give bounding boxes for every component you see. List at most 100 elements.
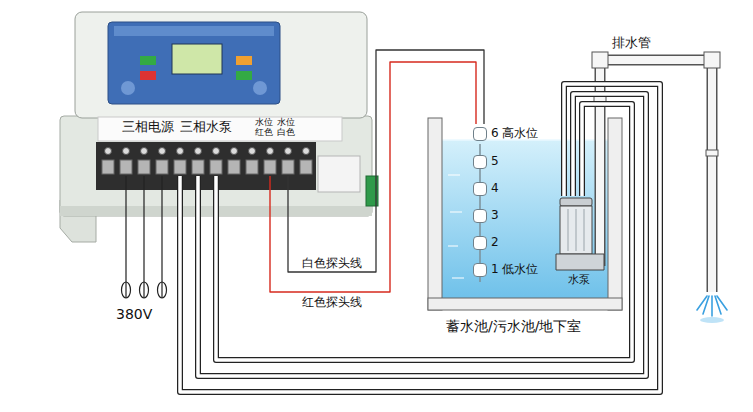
float-shape xyxy=(473,209,487,223)
screw xyxy=(105,148,112,155)
terminal xyxy=(174,160,186,174)
panel-button xyxy=(140,71,156,80)
terminal xyxy=(156,160,168,174)
relay-box xyxy=(318,156,360,192)
terminal-strip xyxy=(96,142,316,190)
splash-line xyxy=(697,296,707,310)
level-label: 5 xyxy=(491,155,499,169)
splash-line xyxy=(711,296,713,316)
terminal xyxy=(246,160,258,174)
tank-wall xyxy=(428,118,442,310)
wire-core xyxy=(180,84,660,392)
cable-stub xyxy=(180,176,216,218)
float-shape xyxy=(473,155,487,169)
panel-button xyxy=(236,71,252,80)
tank-caption: 蓄水池/污水池/地下室 xyxy=(446,318,581,334)
terminal-group-label: 三相电源 xyxy=(122,120,174,135)
level-float: 3 xyxy=(473,206,499,226)
wire-line xyxy=(270,62,476,292)
pump-cap xyxy=(560,198,592,206)
terminal xyxy=(282,160,294,174)
power-wires xyxy=(122,176,167,298)
pump-label: 水泵 xyxy=(552,274,606,287)
level-float: 1 低水位 xyxy=(473,260,538,280)
level-float: 4 xyxy=(473,179,499,199)
panel-strip xyxy=(114,26,274,36)
controller-picture xyxy=(60,12,378,242)
float-shape xyxy=(473,127,487,141)
level-float: 6 高水位 xyxy=(473,124,538,144)
probe-wire xyxy=(288,50,484,272)
pipe-elbow xyxy=(592,52,608,68)
screw xyxy=(177,148,184,155)
wire-core xyxy=(216,104,632,360)
screw xyxy=(159,148,166,155)
probe-terminal-label: 水位 白色 xyxy=(276,118,295,138)
plug-symbol xyxy=(158,282,167,298)
housing-lid xyxy=(75,12,367,118)
wire-line xyxy=(288,50,484,272)
controller-unit: 三相电源三相水泵水位 红色水位 白色 xyxy=(60,12,372,218)
pipe-label: 排水管 xyxy=(612,36,651,51)
drain-pipe xyxy=(592,52,720,292)
terminal xyxy=(102,160,114,174)
level-float: 5 xyxy=(473,152,499,172)
probe-wire-stub xyxy=(269,176,270,218)
terminal xyxy=(120,160,132,174)
screw xyxy=(195,148,202,155)
label-band xyxy=(98,117,342,141)
plug-symbol xyxy=(122,282,131,298)
display-panel xyxy=(108,22,280,104)
float-shape xyxy=(473,263,487,277)
pump-cable xyxy=(180,84,660,392)
wire-line xyxy=(198,94,646,376)
tank-wall xyxy=(608,118,622,310)
voltage-label: 380V xyxy=(116,306,152,322)
pump-body xyxy=(560,206,592,254)
terminal xyxy=(228,160,240,174)
water-pump: 水泵 xyxy=(552,196,606,296)
terminal xyxy=(300,160,312,174)
water-tank: 蓄水池/污水池/地下室6 高水位54321 低水位水泵 xyxy=(428,118,622,310)
power-wire xyxy=(126,176,162,298)
splash-line xyxy=(717,296,727,310)
level-label: 4 xyxy=(491,182,499,196)
float-shape xyxy=(473,182,487,196)
screw xyxy=(213,148,220,155)
probe-terminal-label: 水位 红色 xyxy=(254,118,273,138)
screw xyxy=(123,148,130,155)
wire-label: 红色探头线 xyxy=(300,295,364,309)
screw xyxy=(285,148,292,155)
screw xyxy=(141,148,148,155)
probe-wire-stub xyxy=(287,176,288,218)
pipe-elbow xyxy=(704,52,720,68)
tank-floor xyxy=(428,298,622,310)
probe-wire xyxy=(270,62,476,292)
tank-picture xyxy=(428,118,622,310)
splash-pool xyxy=(700,317,724,323)
level-float: 2 xyxy=(473,233,499,253)
screw xyxy=(303,148,310,155)
level-label: 3 xyxy=(491,209,499,223)
terminal xyxy=(192,160,204,174)
cable-stub-outline xyxy=(180,176,216,218)
plug-symbol xyxy=(140,282,149,298)
level-label: 6 高水位 xyxy=(491,127,538,141)
float-shape xyxy=(473,236,487,250)
pump-ribs xyxy=(568,209,584,251)
panel-dot xyxy=(253,81,267,95)
pump-volute xyxy=(556,254,604,270)
panel-button xyxy=(236,56,252,65)
wire-line xyxy=(216,104,632,360)
lcd-screen xyxy=(172,44,222,74)
wire-label: 白色探头线 xyxy=(300,256,364,270)
terminal xyxy=(264,160,276,174)
level-label: 1 低水位 xyxy=(491,263,538,277)
water-splash xyxy=(697,296,727,323)
wire-core xyxy=(198,94,646,376)
panel-dot xyxy=(121,81,135,95)
screw xyxy=(249,148,256,155)
